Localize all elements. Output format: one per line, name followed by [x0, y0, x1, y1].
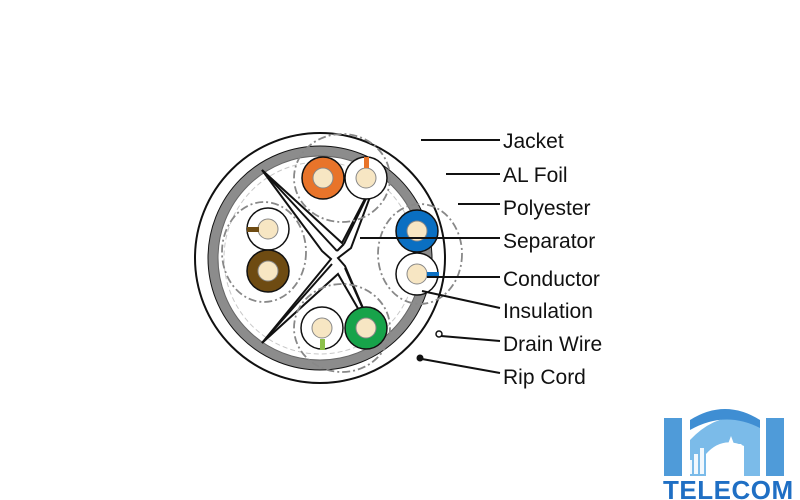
label-conductor: Conductor — [503, 268, 600, 291]
label-rip-cord: Rip Cord — [503, 366, 586, 389]
label-drain-wire: Drain Wire — [503, 333, 602, 356]
rip-cord — [416, 354, 424, 362]
conductor — [406, 263, 428, 285]
label-insulation: Insulation — [503, 300, 593, 323]
brown-stripe — [247, 227, 259, 232]
telecom-logo: TELECOM — [663, 409, 794, 500]
conductor — [355, 167, 377, 189]
conductor — [312, 167, 334, 189]
label-jacket: Jacket — [503, 130, 564, 153]
pair-foil-rings — [221, 133, 463, 373]
pair-orange — [301, 156, 388, 200]
pair-green — [300, 306, 388, 350]
drain-wire — [435, 330, 443, 338]
conductor — [406, 220, 428, 242]
pair-blue — [395, 209, 439, 296]
label-polyester: Polyester — [503, 197, 591, 220]
label-al-foil: AL Foil — [503, 164, 568, 187]
conductor — [311, 317, 333, 339]
blue-stripe — [427, 272, 439, 277]
logo-mark-icon — [664, 409, 784, 476]
logo-text: TELECOM — [663, 475, 794, 500]
pair-brown — [246, 207, 290, 293]
leader-lines — [360, 139, 501, 374]
conductor — [257, 218, 279, 240]
conductor — [257, 260, 279, 282]
label-separator: Separator — [503, 230, 595, 253]
green-stripe — [320, 339, 325, 350]
orange-stripe — [364, 157, 369, 168]
conductor — [355, 317, 377, 339]
